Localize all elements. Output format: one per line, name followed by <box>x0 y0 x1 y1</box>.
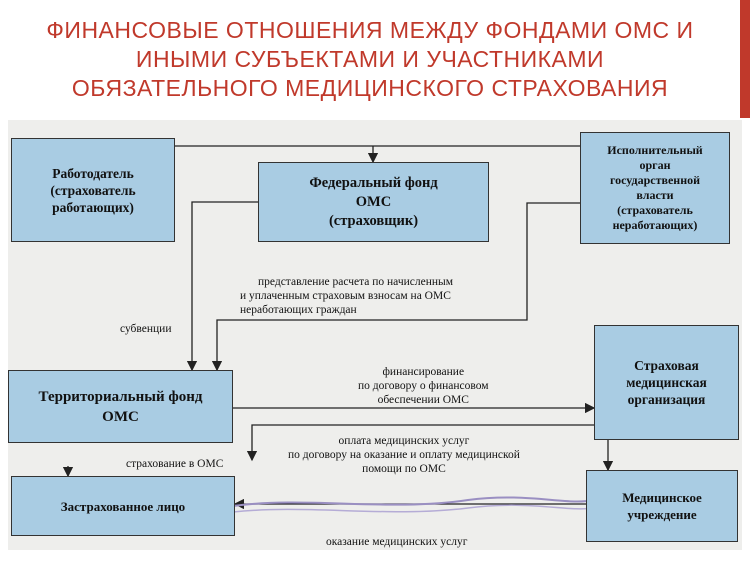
employer-line-1: Работодатель <box>52 165 134 181</box>
subventions-label: субвенции <box>120 323 172 335</box>
payment-line-2: по договору на оказание и оплату медицин… <box>288 449 520 461</box>
payment-line-1: оплата медицинских услуг <box>338 435 470 447</box>
medical-line-2: учреждение <box>627 507 697 522</box>
payment-label: оплата медицинских услуг по договору на … <box>288 434 520 476</box>
federal-line-3: (страховщик) <box>328 212 419 229</box>
slide-title: ФИНАНСОВЫЕ ОТНОШЕНИЯ МЕЖДУ ФОНДАМИ ОМС И… <box>0 16 740 103</box>
calc-line-1: представление расчета по начисленным <box>258 276 454 288</box>
executive-line-1: Исполнительный <box>607 143 703 157</box>
financing-line-2: по договору о финансовом <box>358 380 489 392</box>
accent-bar <box>740 0 750 118</box>
financing-line-3: обеспечении ОМС <box>377 394 469 406</box>
payment-line-3: помощи по ОМС <box>362 463 446 475</box>
employer-line-2: (страхователь <box>50 182 136 198</box>
executive-line-2: орган <box>639 158 671 172</box>
federal-fund-box: Федеральный фонд ОМС (страховщик) <box>258 162 489 242</box>
executive-line-6: неработающих) <box>612 218 698 232</box>
decorative-wave-2 <box>232 504 594 513</box>
title-line-3: ОБЯЗАТЕЛЬНОГО МЕДИЦИНСКОГО СТРАХОВАНИЯ <box>71 75 669 101</box>
calc-line-2: и уплаченным страховым взносам на ОМС <box>240 290 451 302</box>
insured-person-box: Застрахованное лицо <box>11 476 235 536</box>
federal-line-1: Федеральный фонд <box>309 174 438 191</box>
executive-line-5: (страхователь <box>617 203 693 217</box>
federal-line-2: ОМС <box>355 193 392 210</box>
territorial-line-1: Территориальный фонд <box>38 388 203 405</box>
insurance-label: страхование в ОМС <box>126 458 224 470</box>
calc-label: представление расчета по начисленным и у… <box>240 275 453 317</box>
connector-lines <box>62 145 614 513</box>
decorative-wave-1 <box>232 496 594 507</box>
insured-line-1: Застрахованное лицо <box>60 498 186 514</box>
territorial-line-2: ОМС <box>102 408 139 425</box>
executive-line-4: власти <box>636 188 674 202</box>
calc-line-3: неработающих граждан <box>240 304 357 316</box>
line-insurer-to-payment <box>246 424 594 462</box>
line-executive-to-territorial <box>211 202 580 372</box>
employer-box: Работодатель (страхователь работающих) <box>11 138 175 242</box>
insurer-line-3: организация <box>627 392 706 407</box>
insurer-line-2: медицинская <box>626 375 707 390</box>
insurer-line-1: Страховая <box>634 358 699 373</box>
medical-institution-box: Медицинское учреждение <box>586 470 738 542</box>
line-federal-to-territorial <box>186 201 258 372</box>
territorial-fund-box: Территориальный фонд ОМС <box>8 370 233 443</box>
services-label: оказание медицинских услуг <box>326 536 468 548</box>
title-line-1: ФИНАНСОВЫЕ ОТНОШЕНИЯ МЕЖДУ ФОНДАМИ ОМС И <box>46 17 694 43</box>
title-line-2: ИНЫМИ СУБЪЕКТАМИ И УЧАСТНИКАМИ <box>135 46 605 72</box>
medical-line-1: Медицинское <box>622 490 702 505</box>
diagram-area: Работодатель (страхователь работающих) Ф… <box>8 120 742 550</box>
executive-body-box: Исполнительный орган государственной вла… <box>580 132 730 244</box>
executive-line-3: государственной <box>609 173 701 187</box>
employer-line-3: работающих) <box>52 199 134 215</box>
financing-label: финансирование по договору о финансовом … <box>358 365 489 407</box>
insurer-box: Страховая медицинская организация <box>594 325 739 440</box>
financing-line-1: финансирование <box>382 366 465 378</box>
